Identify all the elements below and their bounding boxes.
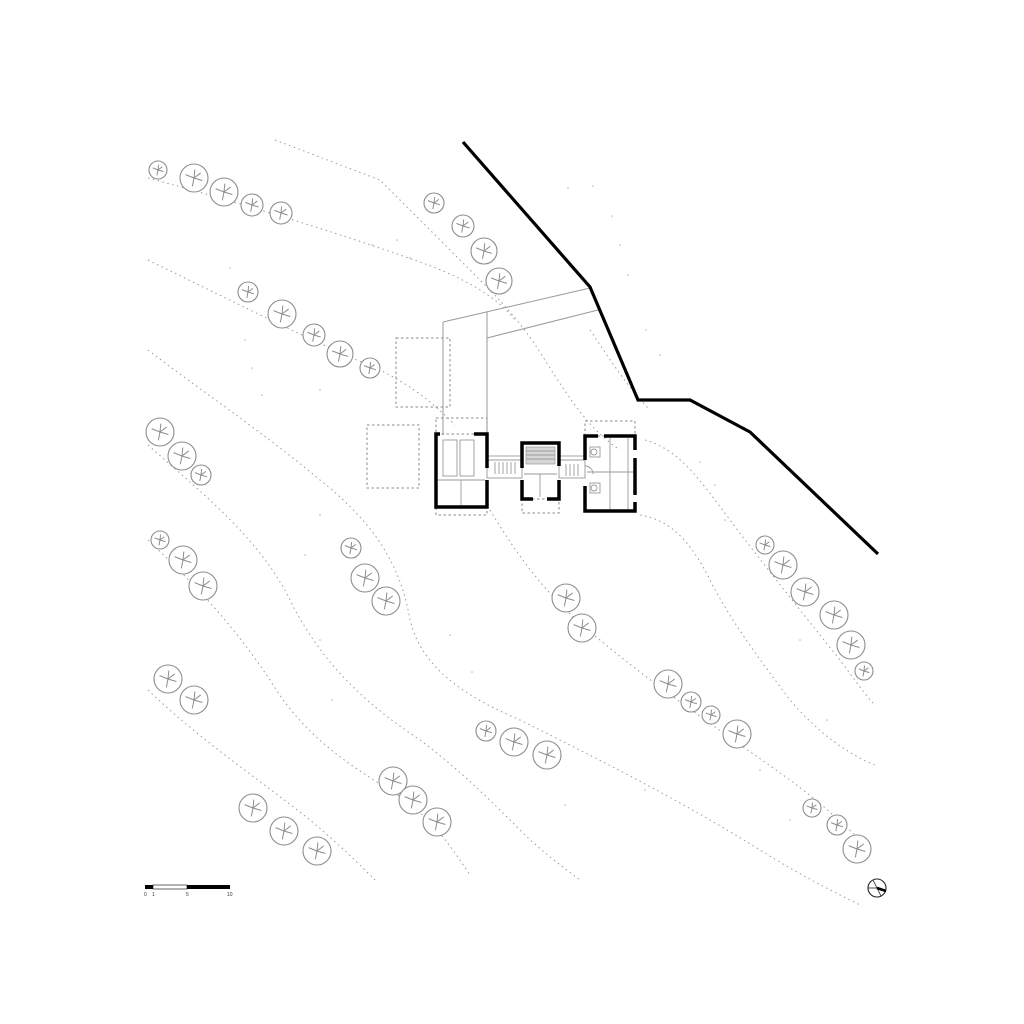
tree-row xyxy=(237,281,381,379)
tree-row xyxy=(475,720,562,770)
tree-icon xyxy=(302,836,332,866)
tree-icon xyxy=(854,661,874,681)
north-arrow-icon xyxy=(867,878,887,898)
tree-icon xyxy=(209,177,239,207)
tree-icon xyxy=(267,299,297,329)
building-central xyxy=(520,441,561,501)
tree-icon xyxy=(269,201,293,225)
access-path xyxy=(442,287,599,435)
tree-icon xyxy=(145,417,175,447)
tree-icon xyxy=(269,816,299,846)
tree-groups xyxy=(145,160,874,866)
tree-icon xyxy=(179,163,209,193)
tree-icon xyxy=(190,464,212,486)
dashed-outlines xyxy=(366,337,636,516)
tree-row xyxy=(653,669,752,749)
tree-icon xyxy=(148,160,168,180)
tree-icon xyxy=(167,441,197,471)
tree-icon xyxy=(240,193,264,217)
tree-icon xyxy=(398,785,428,815)
tree-icon xyxy=(485,267,513,295)
tree-icon xyxy=(188,571,218,601)
tree-icon xyxy=(371,586,401,616)
tree-icon xyxy=(836,630,866,660)
tree-row xyxy=(150,530,218,601)
tree-icon xyxy=(567,613,597,643)
tree-row xyxy=(378,766,452,837)
tree-icon xyxy=(340,537,362,559)
tree-icon xyxy=(680,691,702,713)
tree-icon xyxy=(802,798,822,818)
scale-label-5: 5 xyxy=(186,892,189,898)
tree-row xyxy=(148,160,293,225)
tree-row xyxy=(340,537,401,616)
building-complex xyxy=(434,432,637,513)
tree-icon xyxy=(350,563,380,593)
tree-icon xyxy=(842,834,872,864)
tree-icon xyxy=(302,323,326,347)
tree-icon xyxy=(326,340,354,368)
tree-icon xyxy=(653,669,683,699)
tree-icon xyxy=(826,814,848,836)
tree-icon xyxy=(238,793,268,823)
tree-icon xyxy=(150,530,170,550)
tree-icon xyxy=(237,281,259,303)
tree-icon xyxy=(722,719,752,749)
tree-icon xyxy=(179,685,209,715)
scale-label-0: 0 xyxy=(144,892,147,898)
tree-icon xyxy=(701,705,721,725)
contour-lines xyxy=(147,139,876,906)
tree-icon xyxy=(790,577,820,607)
tree-row xyxy=(802,798,872,864)
scale-label-1: 1 xyxy=(152,892,155,898)
tree-icon xyxy=(378,766,408,796)
building-west xyxy=(434,432,489,509)
building-east xyxy=(583,434,637,513)
tree-icon xyxy=(768,550,798,580)
tree-icon xyxy=(168,545,198,575)
scale-bar: 0 1 5 10 xyxy=(144,884,233,898)
spot-points xyxy=(229,185,828,821)
tree-icon xyxy=(755,535,775,555)
road-edge xyxy=(461,140,880,556)
tree-icon xyxy=(819,600,849,630)
tree-icon xyxy=(423,192,445,214)
tree-icon xyxy=(499,727,529,757)
tree-icon xyxy=(451,214,475,238)
scale-label-10: 10 xyxy=(227,892,233,898)
tree-icon xyxy=(551,583,581,613)
tree-icon xyxy=(153,664,183,694)
tree-icon xyxy=(470,237,498,265)
tree-row xyxy=(551,583,597,643)
tree-icon xyxy=(359,357,381,379)
tree-row xyxy=(423,192,513,295)
tree-icon xyxy=(532,740,562,770)
tree-icon xyxy=(422,807,452,837)
tree-row xyxy=(145,417,212,486)
tree-row xyxy=(238,793,332,866)
tree-row xyxy=(153,664,209,715)
tree-row xyxy=(755,535,874,681)
tree-icon xyxy=(475,720,497,742)
